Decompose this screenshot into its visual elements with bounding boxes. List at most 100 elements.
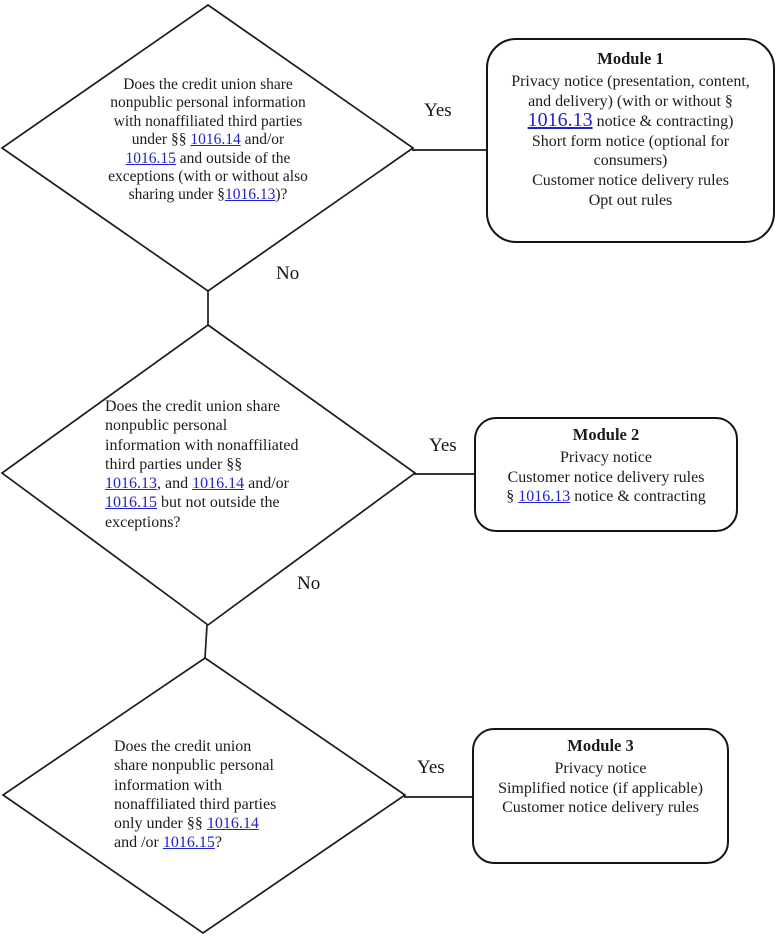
text-line: Customer notice delivery rules (496, 171, 765, 191)
text-segment: information with (114, 776, 222, 794)
text-segment: third parties under §§ (105, 455, 243, 473)
yes-label-2: Yes (429, 435, 457, 456)
text-line: Short form notice (optional for (496, 132, 765, 152)
text-segment: notice & contracting (570, 488, 706, 506)
text-line: and /or 1016.15? (114, 833, 369, 852)
yes-label-1: Yes (424, 100, 452, 121)
text-segment: § (506, 488, 519, 506)
text-line: Does the credit union share (105, 397, 367, 416)
text-segment: Does the credit union share (105, 398, 281, 415)
text-line: sharing under §1016.13)? (73, 186, 343, 204)
text-segment: sharing under § (128, 186, 225, 204)
text-segment: with nonaffiliated third parties (113, 112, 303, 130)
module-1-body: Privacy notice (presentation, content, an… (488, 72, 773, 210)
text-segment: but not outside the (157, 494, 280, 512)
text-segment: Simplified notice (if applicable) (498, 779, 703, 797)
section-link[interactable]: 1016.15 (162, 834, 215, 852)
text-line: Does the credit union share (73, 76, 343, 94)
connector-decision2-decision3 (204, 624, 208, 659)
text-segment: , and (157, 475, 193, 493)
text-segment: and/or (240, 131, 285, 149)
text-line: Privacy notice (presentation, content, (496, 72, 765, 92)
text-segment: Customer notice delivery rules (507, 468, 705, 486)
text-line: exceptions? (105, 513, 367, 532)
text-line: Opt out rules (496, 191, 765, 211)
no-label-1: No (276, 263, 300, 284)
text-segment: Privacy notice (560, 449, 652, 466)
text-line: and delivery) (with or without § (496, 92, 765, 112)
text-segment: nonpublic personal information (110, 94, 306, 112)
text-segment: nonpublic personal (105, 417, 228, 435)
section-link[interactable]: 1016.13 (105, 475, 157, 493)
section-link[interactable]: 1016.13 (225, 186, 276, 204)
text-line: information with (114, 776, 369, 795)
text-line: Customer notice delivery rules (484, 468, 728, 488)
text-segment: Short form notice (optional for (531, 132, 730, 150)
text-segment: notice & contracting) (592, 113, 734, 131)
text-segment: and delivery) (with or without § (528, 92, 733, 110)
text-segment: Privacy notice (presentation, content, (511, 73, 750, 90)
text-segment: consumers) (593, 152, 668, 170)
text-segment: information with nonaffiliated (105, 436, 299, 454)
text-segment: Opt out rules (588, 191, 673, 209)
text-line: nonpublic personal (105, 416, 367, 435)
text-line: 1016.13, and 1016.14 and/or (105, 474, 367, 493)
text-line: § 1016.13 notice & contracting (484, 487, 728, 507)
section-link[interactable]: 1016.15 (105, 494, 157, 512)
section-link[interactable]: 1016.14 (206, 815, 259, 833)
module-3-title: Module 3 (567, 736, 634, 755)
text-line: 1016.15 but not outside the (105, 493, 367, 512)
text-segment: Customer notice delivery rules (532, 171, 729, 189)
text-line: third parties under §§ (105, 455, 367, 474)
text-segment: and outside of the (175, 149, 291, 167)
decision-3-diamond (1, 656, 407, 935)
section-link[interactable]: 1016.13 (527, 109, 593, 132)
decision-2-diamond (0, 323, 417, 627)
text-line: Privacy notice (484, 448, 728, 468)
text-segment: Customer notice delivery rules (502, 799, 699, 817)
text-segment: and/or (244, 475, 289, 493)
text-line: nonaffiliated third parties (114, 795, 369, 814)
text-line: Does the credit union (114, 737, 369, 756)
text-line: share nonpublic personal (114, 756, 369, 775)
text-line: information with nonaffiliated (105, 436, 367, 455)
text-segment: Does the credit union (114, 738, 252, 755)
no-label-2: No (297, 573, 321, 594)
text-segment: only under §§ (114, 815, 207, 833)
text-segment: exceptions? (105, 513, 181, 531)
text-line: nonpublic personal information (73, 94, 343, 112)
text-segment: exceptions (with or without also (108, 168, 308, 186)
text-segment: Privacy notice (554, 760, 647, 777)
text-line: under §§ 1016.14 and/or (73, 131, 343, 149)
text-line: 1016.13 notice & contracting) (496, 109, 765, 132)
section-link[interactable]: 1016.13 (518, 488, 571, 506)
section-link[interactable]: 1016.14 (192, 475, 245, 493)
text-segment: under §§ (131, 131, 191, 149)
text-segment: and /or (114, 834, 163, 852)
section-link[interactable]: 1016.15 (125, 149, 176, 167)
decision-2-question: Does the credit union share nonpublic per… (105, 397, 367, 532)
text-line: consumers) (496, 151, 765, 171)
section-link[interactable]: 1016.14 (190, 131, 241, 149)
text-line: Simplified notice (if applicable) (482, 779, 719, 799)
text-segment: ? (214, 834, 222, 852)
text-line: 1016.15 and outside of the (73, 150, 343, 168)
text-segment: nonaffiliated third parties (114, 795, 277, 813)
text-line: exceptions (with or without also (73, 168, 343, 186)
text-line: Customer notice delivery rules (482, 798, 719, 818)
module-2-title: Module 2 (572, 425, 640, 444)
text-segment: )? (275, 186, 288, 204)
text-segment: Does the credit union share (123, 76, 293, 93)
text-line: only under §§ 1016.14 (114, 814, 369, 833)
text-line: with nonaffiliated third parties (73, 113, 343, 131)
module-1-title: Module 1 (597, 49, 664, 68)
text-line: Privacy notice (482, 759, 719, 779)
